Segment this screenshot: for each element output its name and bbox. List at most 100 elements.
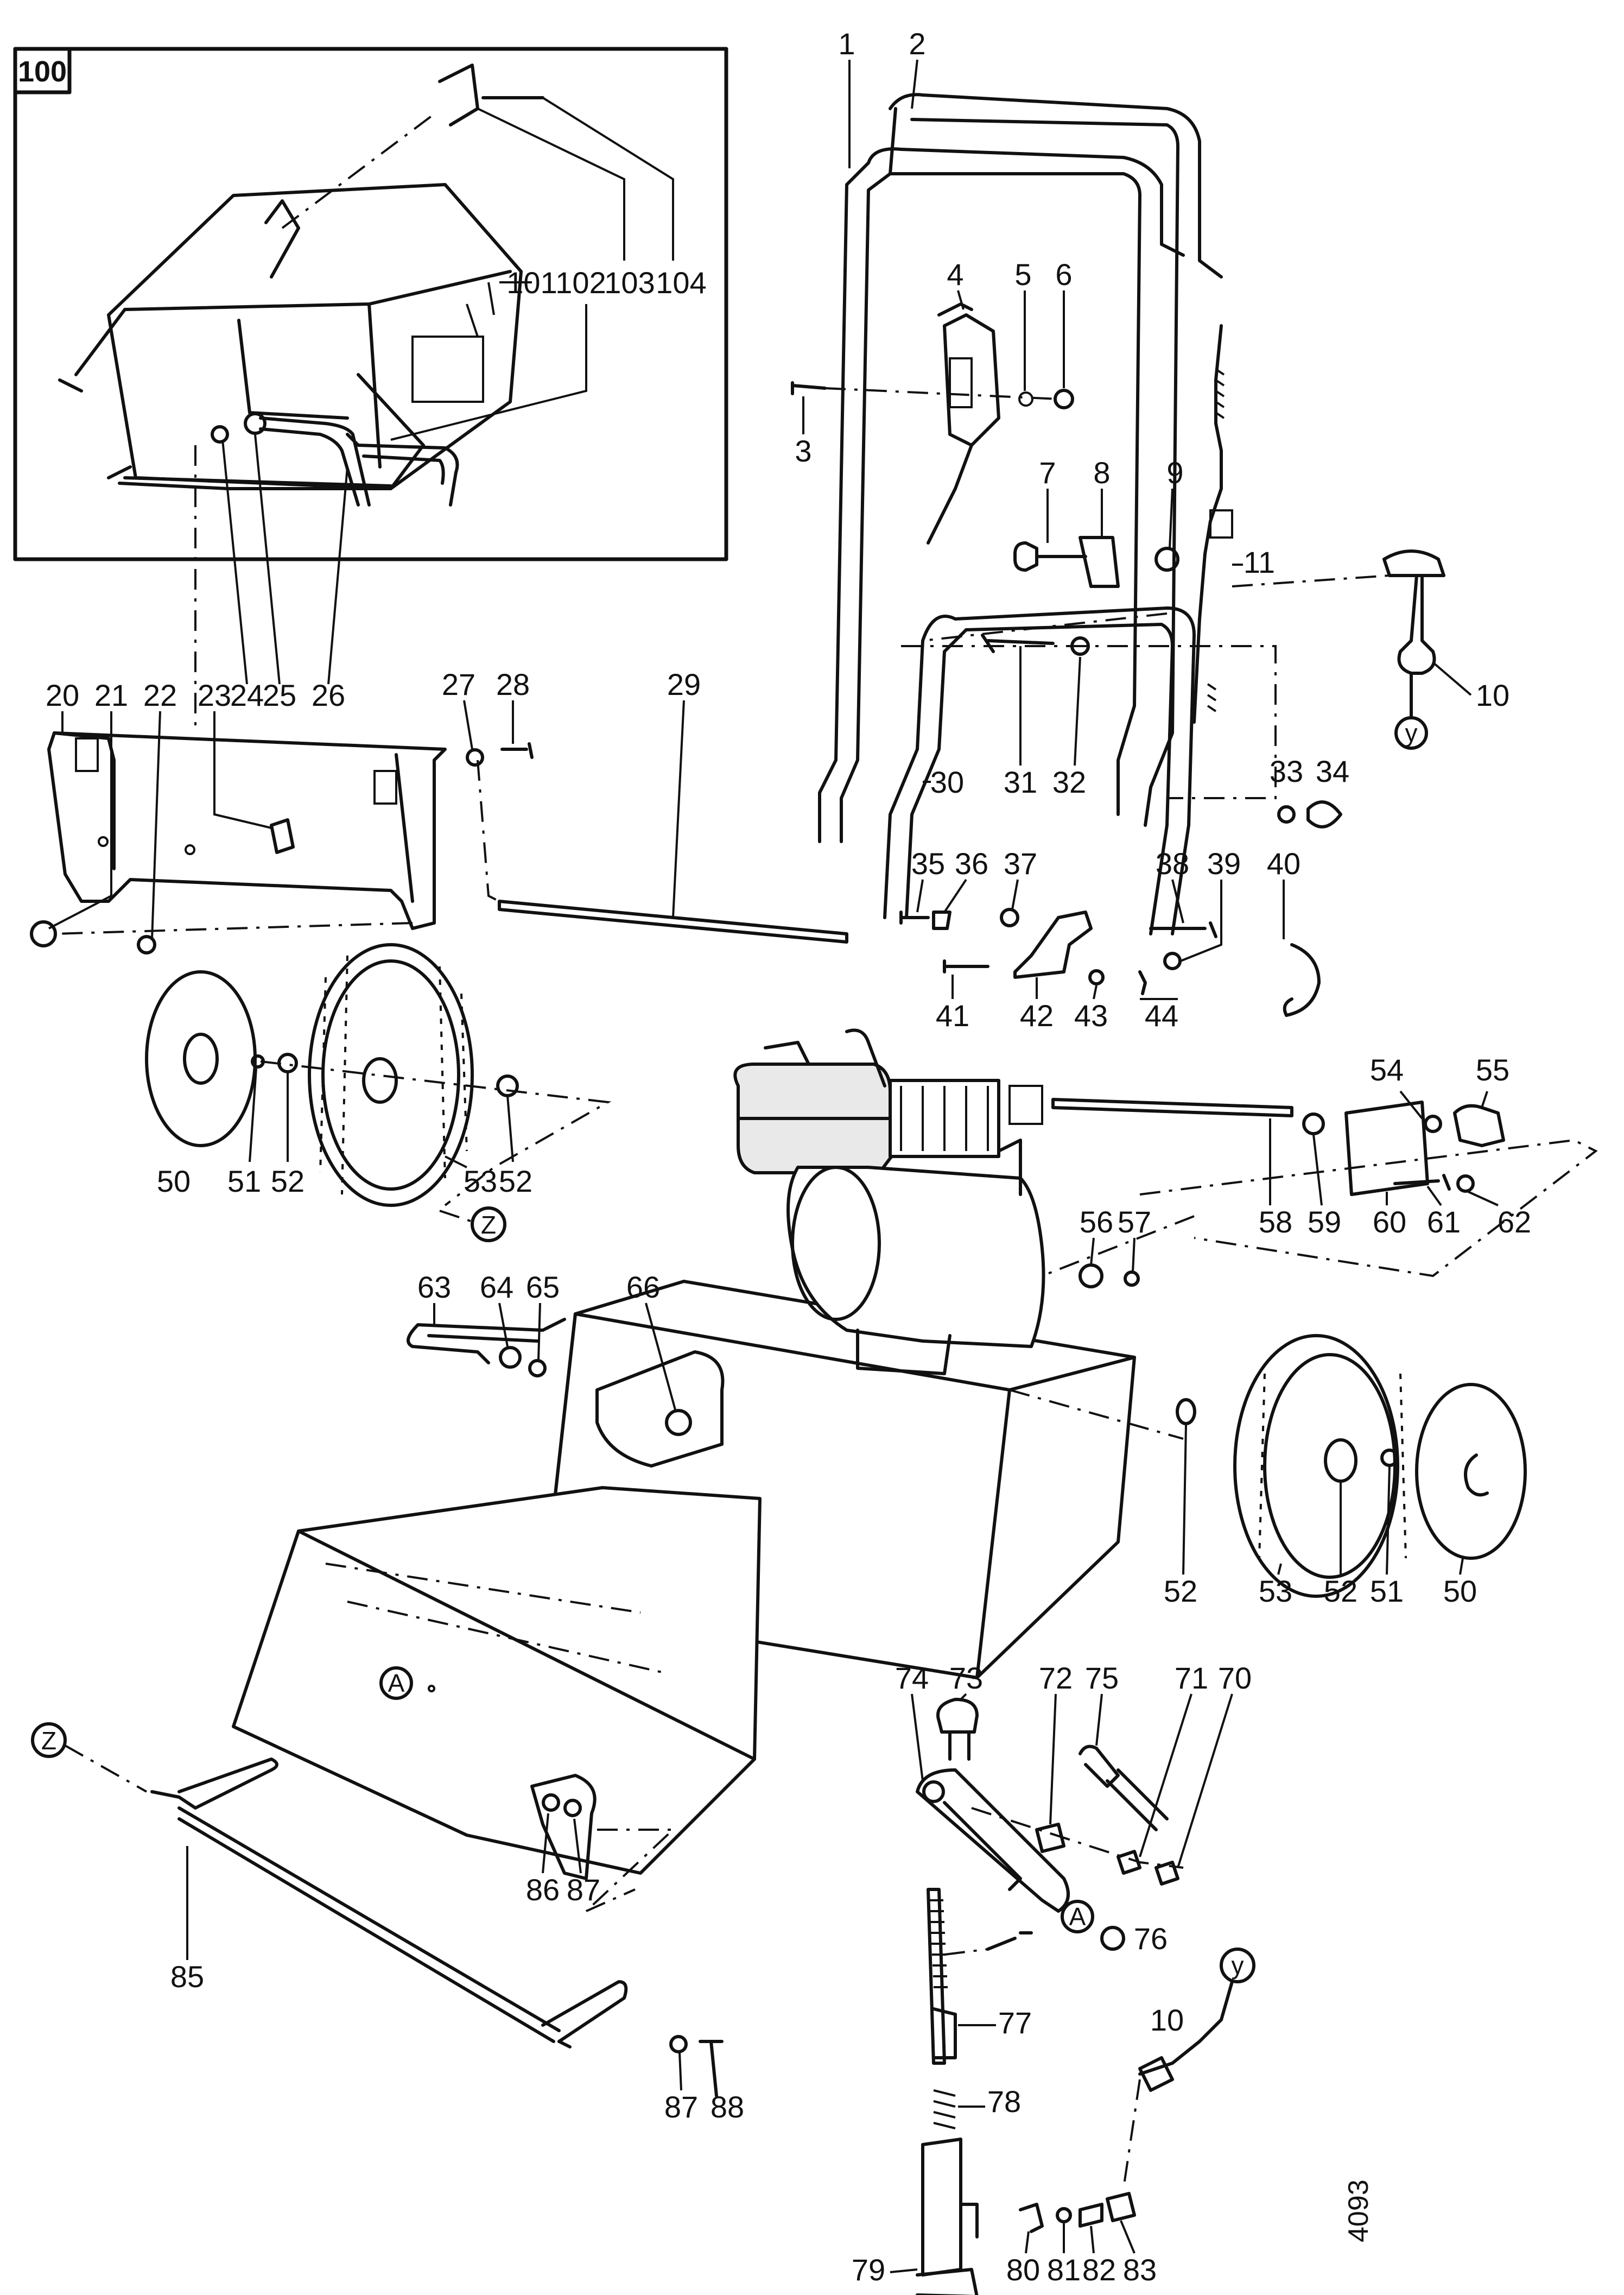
part-label-77: 77 bbox=[998, 2006, 1032, 2040]
part-label-80: 80 bbox=[1006, 2253, 1040, 2287]
marker-z-mid: Z bbox=[481, 1211, 496, 1239]
part-label-66: 66 bbox=[626, 1270, 660, 1304]
part-label-62: 62 bbox=[1498, 1205, 1531, 1239]
part-label-23: 23 bbox=[198, 678, 231, 712]
part-label-52-right-b: 52 bbox=[1324, 1574, 1357, 1608]
inset-grass-catcher: 100 101 102 103 104 bbox=[13, 47, 728, 561]
part-label-5: 5 bbox=[1014, 257, 1031, 292]
part-label-82: 82 bbox=[1082, 2253, 1116, 2287]
part-label-7: 7 bbox=[1039, 456, 1056, 490]
inset-label-103: 103 bbox=[604, 265, 655, 300]
catcher-chute: A bbox=[232, 1486, 762, 1912]
marker-a-catcher: A bbox=[388, 1669, 405, 1697]
handle-assembly: y bbox=[791, 93, 1445, 1017]
part-label-53-right: 53 bbox=[1259, 1574, 1292, 1608]
part-label-3: 3 bbox=[795, 434, 811, 468]
part-label-78: 78 bbox=[987, 2084, 1021, 2119]
part-label-35: 35 bbox=[911, 846, 945, 881]
part-label-56: 56 bbox=[1080, 1205, 1113, 1239]
inset-label-102: 102 bbox=[555, 265, 606, 300]
part-label-88: 88 bbox=[710, 2090, 744, 2124]
part-label-52-right-a: 52 bbox=[1164, 1574, 1197, 1608]
marker-y-bottom: y bbox=[1232, 1951, 1244, 1980]
part-label-32: 32 bbox=[1052, 765, 1086, 799]
right-wheel-labels: 52 53 52 51 50 bbox=[1164, 1425, 1477, 1608]
part-label-52-left: 52 bbox=[271, 1164, 304, 1198]
part-label-75: 75 bbox=[1085, 1661, 1119, 1695]
part-label-10-bottom: 10 bbox=[1150, 2003, 1184, 2037]
part-label-41: 41 bbox=[936, 998, 969, 1033]
inset-label-101: 101 bbox=[506, 265, 557, 300]
marker-z-left: Z bbox=[41, 1727, 56, 1755]
part-label-86: 86 bbox=[526, 1873, 560, 1907]
part-label-64: 64 bbox=[480, 1270, 513, 1304]
part-label-50-left: 50 bbox=[157, 1164, 191, 1198]
part-label-34: 34 bbox=[1316, 754, 1349, 788]
part-label-22: 22 bbox=[143, 678, 177, 712]
part-label-42: 42 bbox=[1020, 998, 1054, 1033]
part-label-76: 76 bbox=[1134, 1921, 1168, 1956]
part-label-30: 30 bbox=[930, 765, 964, 799]
part-label-10-top: 10 bbox=[1476, 678, 1509, 712]
part-label-44: 44 bbox=[1145, 998, 1178, 1033]
right-wheel-group bbox=[1176, 1334, 1527, 1598]
part-label-1: 1 bbox=[838, 27, 855, 61]
part-label-31: 31 bbox=[1004, 765, 1037, 799]
part-label-58: 58 bbox=[1259, 1205, 1292, 1239]
marker-y-top: y bbox=[1405, 719, 1418, 747]
part-label-51-left: 51 bbox=[227, 1164, 261, 1198]
part-label-72: 72 bbox=[1039, 1661, 1073, 1695]
handle-lower-labels: 30 31 32 33 34 35 36 37 38 39 40 41 42 4… bbox=[911, 646, 1349, 1033]
height-adjuster: A y bbox=[916, 1698, 1255, 2295]
part-label-8: 8 bbox=[1093, 456, 1110, 490]
marker-a-lever: A bbox=[1069, 1902, 1086, 1931]
part-label-87-bottom: 87 bbox=[664, 2090, 698, 2124]
left-wheel-group: Z bbox=[145, 943, 612, 1242]
part-label-52-left-b: 52 bbox=[499, 1164, 532, 1198]
part-label-43: 43 bbox=[1074, 998, 1108, 1033]
part-label-70: 70 bbox=[1218, 1661, 1252, 1695]
part-label-61: 61 bbox=[1427, 1205, 1461, 1239]
part-label-87-top: 87 bbox=[567, 1873, 600, 1907]
part-label-79: 79 bbox=[852, 2253, 885, 2287]
part-label-73: 73 bbox=[949, 1661, 983, 1695]
part-label-36: 36 bbox=[955, 846, 988, 881]
part-label-57: 57 bbox=[1118, 1205, 1151, 1239]
part-label-28: 28 bbox=[496, 667, 530, 701]
left-wheel-labels: 50 51 52 53 52 bbox=[157, 1068, 532, 1198]
part-label-37: 37 bbox=[1004, 846, 1037, 881]
engine-labels: 54 55 56 57 58 59 60 61 62 63 64 65 66 bbox=[417, 1053, 1531, 1412]
part-label-81: 81 bbox=[1047, 2253, 1081, 2287]
part-label-27: 27 bbox=[442, 667, 475, 701]
part-label-2: 2 bbox=[909, 27, 925, 61]
part-label-11: 11 bbox=[1244, 545, 1275, 579]
part-label-51-right: 51 bbox=[1370, 1574, 1404, 1608]
part-label-50-right: 50 bbox=[1443, 1574, 1477, 1608]
part-label-59: 59 bbox=[1308, 1205, 1341, 1239]
part-label-83: 83 bbox=[1123, 2253, 1157, 2287]
catcher-labels: 85 86 87 87 88 bbox=[170, 1813, 744, 2124]
part-label-65: 65 bbox=[526, 1270, 560, 1304]
part-label-40: 40 bbox=[1267, 846, 1301, 881]
part-label-21: 21 bbox=[94, 678, 128, 712]
part-label-9: 9 bbox=[1166, 456, 1183, 490]
part-label-74: 74 bbox=[895, 1661, 929, 1695]
inset-label-104: 104 bbox=[656, 265, 706, 300]
axle-85: Z bbox=[31, 1722, 724, 2097]
part-label-54: 54 bbox=[1370, 1053, 1404, 1087]
part-label-4: 4 bbox=[947, 257, 963, 292]
part-label-6: 6 bbox=[1055, 257, 1072, 292]
part-label-60: 60 bbox=[1373, 1205, 1406, 1239]
part-label-55: 55 bbox=[1476, 1053, 1509, 1087]
part-label-85: 85 bbox=[170, 1959, 204, 1994]
part-label-38: 38 bbox=[1156, 846, 1189, 881]
part-label-53-left: 53 bbox=[464, 1164, 497, 1198]
part-label-63: 63 bbox=[417, 1270, 451, 1304]
part-label-71: 71 bbox=[1175, 1661, 1208, 1695]
adjuster-labels: 70 71 72 73 74 75 76 77 78 79 80 81 82 8… bbox=[852, 1661, 1252, 2287]
drawing-number: 4093 bbox=[1343, 2179, 1374, 2242]
part-label-20: 20 bbox=[46, 678, 79, 712]
part-label-39: 39 bbox=[1207, 846, 1241, 881]
part-label-29: 29 bbox=[667, 667, 701, 701]
